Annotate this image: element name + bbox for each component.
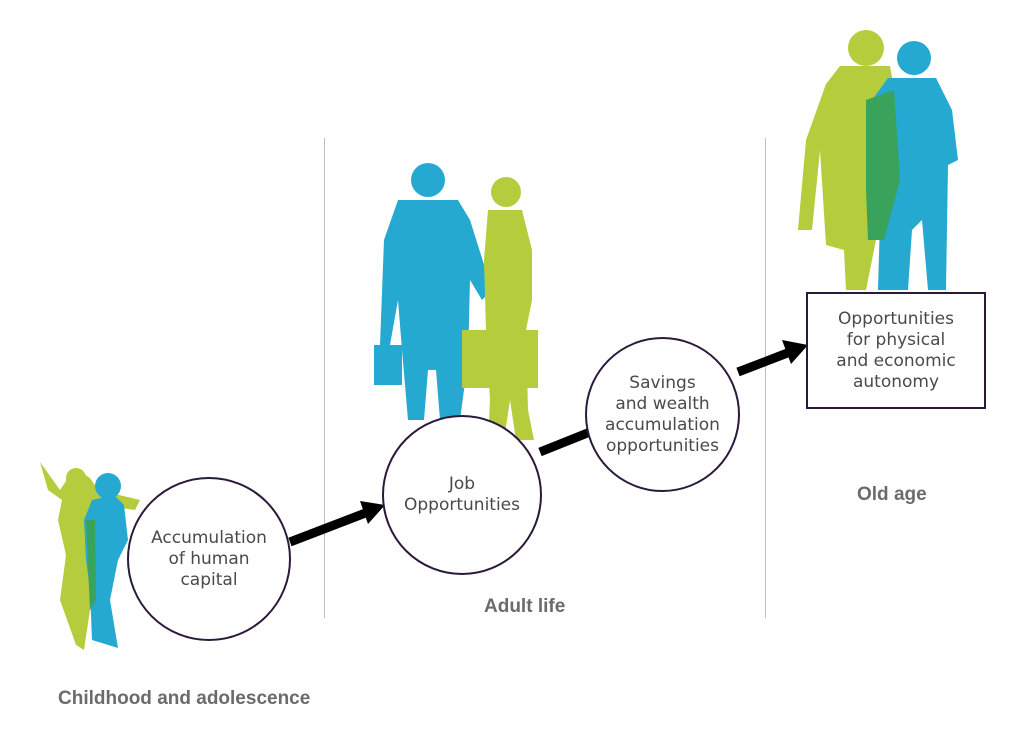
divider-childhood-adult [324, 138, 325, 618]
business-couple-silhouettes-icon [374, 163, 538, 440]
node-autonomy: Opportunities for physical and economic … [806, 292, 986, 409]
node-human-capital: Accumulation of human capital [127, 477, 291, 641]
node-job-opportunities: Job Opportunities [382, 415, 542, 575]
node-job-opportunities-label: Job Opportunities [404, 474, 520, 515]
stage-label-old-age: Old age [857, 484, 927, 505]
elderly-couple-silhouettes-icon [798, 30, 958, 290]
node-savings-wealth-label: Savings and wealth accumulation opportun… [605, 372, 720, 456]
node-autonomy-label: Opportunities for physical and economic … [836, 308, 956, 392]
node-human-capital-label: Accumulation of human capital [151, 527, 267, 590]
divider-adult-oldage [765, 138, 766, 618]
node-savings-wealth: Savings and wealth accumulation opportun… [585, 337, 740, 492]
children-silhouettes-icon [40, 462, 140, 650]
stage-label-adult: Adult life [484, 596, 566, 617]
progression-arrows [288, 340, 808, 547]
stage-label-childhood: Childhood and adolescence [58, 688, 311, 709]
